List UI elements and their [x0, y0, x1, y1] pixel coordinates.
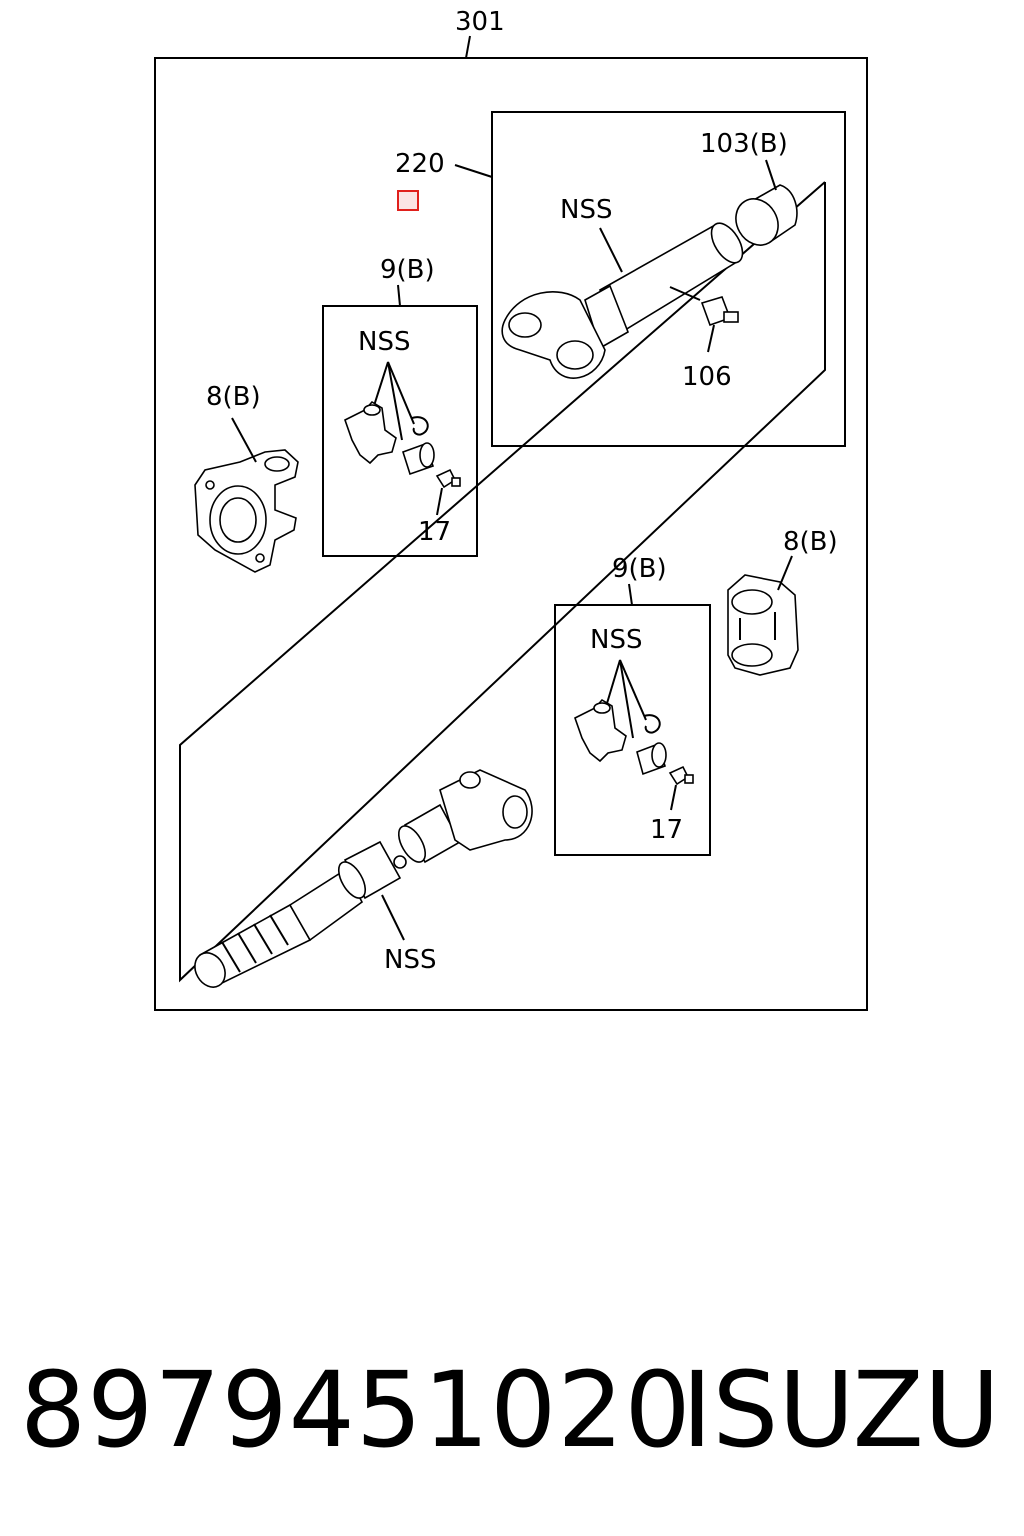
- upper-spider-cross: [344, 400, 397, 465]
- label-upper-seal: 103(B): [700, 129, 788, 159]
- label-upper-nss: NSS: [560, 195, 612, 225]
- grease-fitting-106: [700, 296, 739, 327]
- part-number: 8979451020: [20, 1349, 692, 1471]
- label-lower-spider-set: 9(B): [612, 554, 667, 584]
- brand-name: ISUZU: [681, 1349, 1000, 1471]
- upper-bearing-cup: [402, 442, 435, 476]
- label-lower-spider-fitting: 17: [650, 815, 683, 845]
- label-lower-spider-nss: NSS: [590, 625, 642, 655]
- shaft-subframe: [491, 111, 846, 447]
- assembly-frame: [154, 57, 868, 1011]
- label-upper-spider-set: 9(B): [380, 255, 435, 285]
- seal-cap: [735, 184, 798, 246]
- parts-diagram: 301 220 NSS 103(B) 106 9(B) NSS: [154, 7, 868, 1011]
- lower-snap-ring: [643, 714, 661, 734]
- lower-spider-box: [554, 604, 711, 856]
- label-left-flange-yoke: 8(B): [206, 382, 261, 412]
- label-lower-nss: NSS: [384, 945, 436, 975]
- label-assembly: 301: [455, 7, 505, 37]
- label-shaft-assy: 220: [395, 149, 445, 179]
- lower-spider-fitting: [668, 765, 694, 786]
- upper-spider-fitting: [435, 468, 461, 489]
- label-right-flange-yoke: 8(B): [783, 527, 838, 557]
- label-upper-spider-nss: NSS: [358, 327, 410, 357]
- right-flange-yoke: [727, 574, 799, 676]
- label-upper-fitting: 106: [682, 362, 732, 392]
- upper-slip-yoke: [501, 222, 744, 379]
- footer: 8979451020 ISUZU: [0, 1340, 1024, 1480]
- left-flange-yoke: [194, 449, 299, 573]
- upper-snap-ring: [411, 416, 429, 436]
- lower-bearing-cup: [636, 742, 667, 776]
- label-upper-spider-fitting: 17: [418, 517, 451, 547]
- shaft-boundary: [179, 181, 826, 983]
- lower-spider-cross: [574, 698, 627, 763]
- marker-square: [397, 190, 419, 211]
- lower-splined-shaft: [194, 769, 533, 988]
